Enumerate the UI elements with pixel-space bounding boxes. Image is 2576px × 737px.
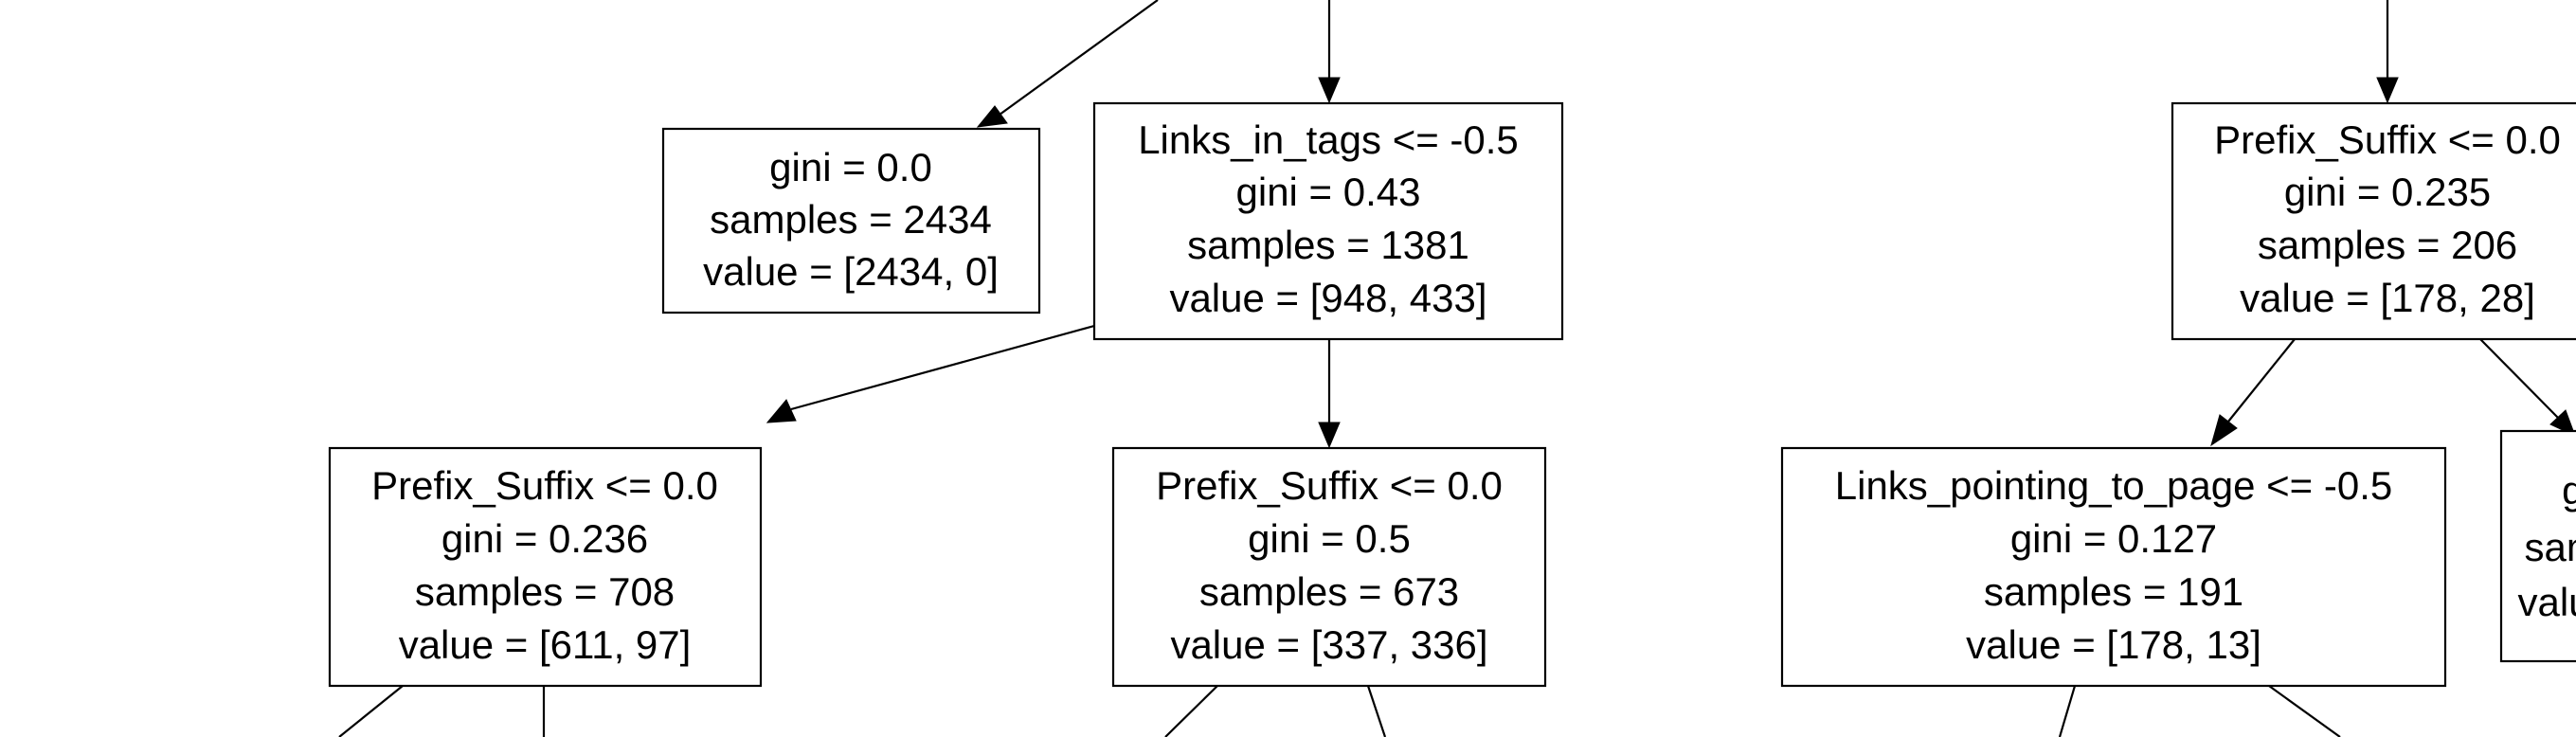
arrowhead (766, 399, 797, 423)
node-line: samples = 1381 (1187, 223, 1469, 267)
edge-links-pointing-down-1 (2058, 685, 2077, 737)
edge-prefix-suffix-mid-down-2 (1366, 685, 1387, 737)
arrowhead (2210, 414, 2238, 447)
edge-prefix-suffix-mid-down-1 (1164, 685, 1218, 737)
edge-prefix-suffix-right-to-links-pointing (2227, 338, 2296, 422)
tree-edges (338, 0, 2576, 737)
tree-node-prefix-suffix-mid: Prefix_Suffix <= 0.0 gini = 0.5 samples … (1111, 446, 1547, 688)
tree-node-prefix-suffix-right: Prefix_Suffix <= 0.0 gini = 0.235 sample… (2171, 101, 2576, 341)
node-line: gini = 0.127 (2010, 516, 2217, 561)
node-line: samples = 206 (2258, 223, 2517, 267)
node-line: samples = 673 (1199, 569, 1459, 614)
arrowhead (1318, 422, 1341, 449)
node-box (328, 446, 763, 688)
node-line: samples = 708 (415, 569, 675, 614)
arrowhead (1318, 77, 1341, 104)
edge-prefix-suffix-right-to-leaf (2479, 338, 2559, 419)
edge-prefix-suffix-left-down-1 (338, 685, 404, 737)
node-box (661, 127, 1041, 315)
edge-links-in-tags-to-prefix-suffix-left (790, 324, 1095, 411)
node-line: value = [337, 336] (1170, 622, 1487, 667)
node-line: Links_pointing_to_page <= -0.5 (1835, 463, 2392, 508)
node-line: gini = 0.235 (2284, 170, 2491, 214)
tree-node-leaf-2434: gini = 0.0 samples = 2434 value = [2434,… (661, 127, 1041, 315)
node-line: gini = 0.0 (2562, 468, 2576, 512)
edge-links-pointing-down-2 (2268, 685, 2341, 737)
tree-node-links-in-tags: Links_in_tags <= -0.5 gini = 0.43 sample… (1092, 101, 1564, 341)
node-line: value = [2434, 0] (703, 249, 999, 294)
node-line: Prefix_Suffix <= 0.0 (371, 463, 718, 508)
node-line: gini = 0.43 (1236, 170, 1421, 214)
tree-node-leaf-partial-right: gini = 0.0 samples = 15 value = [0, 15] (2499, 429, 2576, 663)
node-line: samples = 191 (1984, 569, 2243, 614)
arrowhead (976, 105, 1008, 128)
node-line: samples = 2434 (710, 197, 992, 242)
node-box (2171, 101, 2576, 341)
node-line: Prefix_Suffix <= 0.0 (2214, 117, 2561, 162)
node-line: value = [0, 15] (2517, 580, 2576, 624)
edge-from-above-to-leaf (999, 0, 1159, 116)
node-line: gini = 0.236 (441, 516, 648, 561)
node-line: samples = 15 (2525, 525, 2576, 569)
node-line: Links_in_tags <= -0.5 (1138, 117, 1519, 162)
tree-node-prefix-suffix-left: Prefix_Suffix <= 0.0 gini = 0.236 sample… (328, 446, 763, 688)
node-line: value = [178, 13] (1966, 622, 2261, 667)
node-box (1092, 101, 1564, 341)
node-line: gini = 0.5 (1248, 516, 1411, 561)
node-box (1111, 446, 1547, 688)
arrowhead (2376, 77, 2399, 104)
node-line: value = [948, 433] (1169, 276, 1486, 320)
node-line: value = [611, 97] (399, 622, 692, 667)
node-line: Prefix_Suffix <= 0.0 (1156, 463, 1503, 508)
node-line: value = [178, 28] (2240, 276, 2535, 320)
tree-node-links-pointing-to-page: Links_pointing_to_page <= -0.5 gini = 0.… (1780, 446, 2447, 688)
node-box (2499, 429, 2576, 663)
node-line: gini = 0.0 (769, 145, 932, 189)
node-box (1780, 446, 2447, 688)
